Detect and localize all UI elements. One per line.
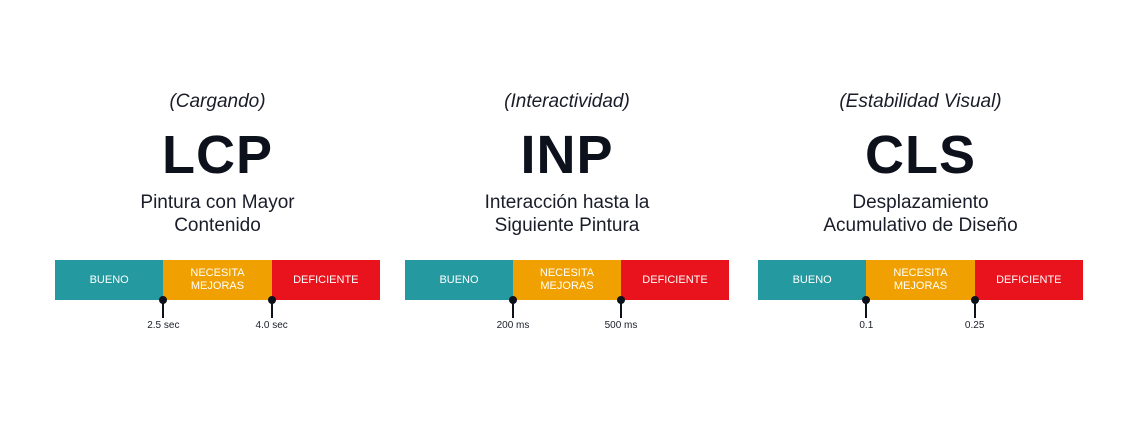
metric-name-line-2: Siguiente Pintura [494, 215, 640, 236]
threshold-tick [865, 300, 868, 318]
segment-poor: DEFICIENTE [271, 260, 380, 300]
threshold-tick [162, 300, 165, 318]
metric-name-line-2: Contenido [174, 215, 261, 236]
segment-poor-label: DEFICIENTE [293, 273, 359, 286]
threshold-label: 4.0 sec [255, 320, 288, 331]
metric-full-name: Pintura con Mayor Contenido [55, 191, 380, 237]
segment-poor-label: DEFICIENTE [996, 273, 1062, 286]
segment-mid-label-line-1: NECESITA [190, 267, 245, 279]
metric-acronym: INP [520, 125, 614, 185]
threshold-label: 500 ms [604, 320, 638, 331]
segment-mid-label-line-2: MEJORAS [190, 280, 245, 292]
threshold-tick [270, 300, 273, 318]
threshold-label: 0.1 [859, 320, 874, 331]
metric-acronym: CLS [865, 125, 976, 185]
segment-needs-improvement: NECESITA MEJORAS [866, 260, 975, 300]
segment-good: BUENO [55, 260, 164, 300]
segment-good-label: BUENO [89, 273, 129, 286]
metric-name-line-1: Pintura con Mayor [140, 192, 295, 213]
segment-mid-label-line-2: MEJORAS [893, 280, 948, 292]
segment-good: BUENO [758, 260, 867, 300]
metric-acronym: LCP [162, 125, 273, 185]
metric-category: (Estabilidad Visual) [839, 91, 1002, 112]
threshold-tick [973, 300, 976, 318]
metric-name-line-1: Desplazamiento [852, 192, 989, 213]
threshold-label: 2.5 sec [147, 320, 180, 331]
threshold-scale-bar: BUENO NECESITA MEJORAS DEFICIENTE [405, 260, 729, 300]
metric-card-lcp: (Cargando) LCP Pintura con Mayor Conteni… [55, 0, 380, 434]
metric-category: (Interactividad) [504, 91, 630, 112]
segment-poor-label: DEFICIENTE [642, 273, 708, 286]
segment-good-label: BUENO [792, 273, 832, 286]
metric-card-inp: (Interactividad) INP Interacción hasta l… [405, 0, 729, 434]
threshold-label: 0.25 [964, 320, 985, 331]
metric-full-name: Desplazamiento Acumulativo de Diseño [758, 191, 1083, 237]
segment-good-label: BUENO [439, 273, 479, 286]
threshold-scale-bar: BUENO NECESITA MEJORAS DEFICIENTE [758, 260, 1083, 300]
threshold-tick [511, 300, 514, 318]
metric-full-name: Interacción hasta la Siguiente Pintura [405, 191, 729, 237]
metric-category: (Cargando) [169, 91, 266, 112]
threshold-label: 200 ms [496, 320, 530, 331]
segment-good: BUENO [405, 260, 513, 300]
metric-name-line-1: Interacción hasta la [484, 192, 650, 213]
segment-mid-label-line-2: MEJORAS [540, 280, 594, 292]
segment-mid-label-line-1: NECESITA [539, 267, 595, 279]
segment-mid-label-line-1: NECESITA [893, 267, 948, 279]
segment-needs-improvement: NECESITA MEJORAS [513, 260, 621, 300]
threshold-tick [619, 300, 622, 318]
metric-card-cls: (Estabilidad Visual) CLS Desplazamiento … [758, 0, 1083, 434]
segment-poor: DEFICIENTE [621, 260, 729, 300]
metric-name-line-2: Acumulativo de Diseño [823, 215, 1018, 236]
threshold-scale-bar: BUENO NECESITA MEJORAS DEFICIENTE [55, 260, 380, 300]
segment-needs-improvement: NECESITA MEJORAS [163, 260, 272, 300]
segment-poor: DEFICIENTE [974, 260, 1083, 300]
